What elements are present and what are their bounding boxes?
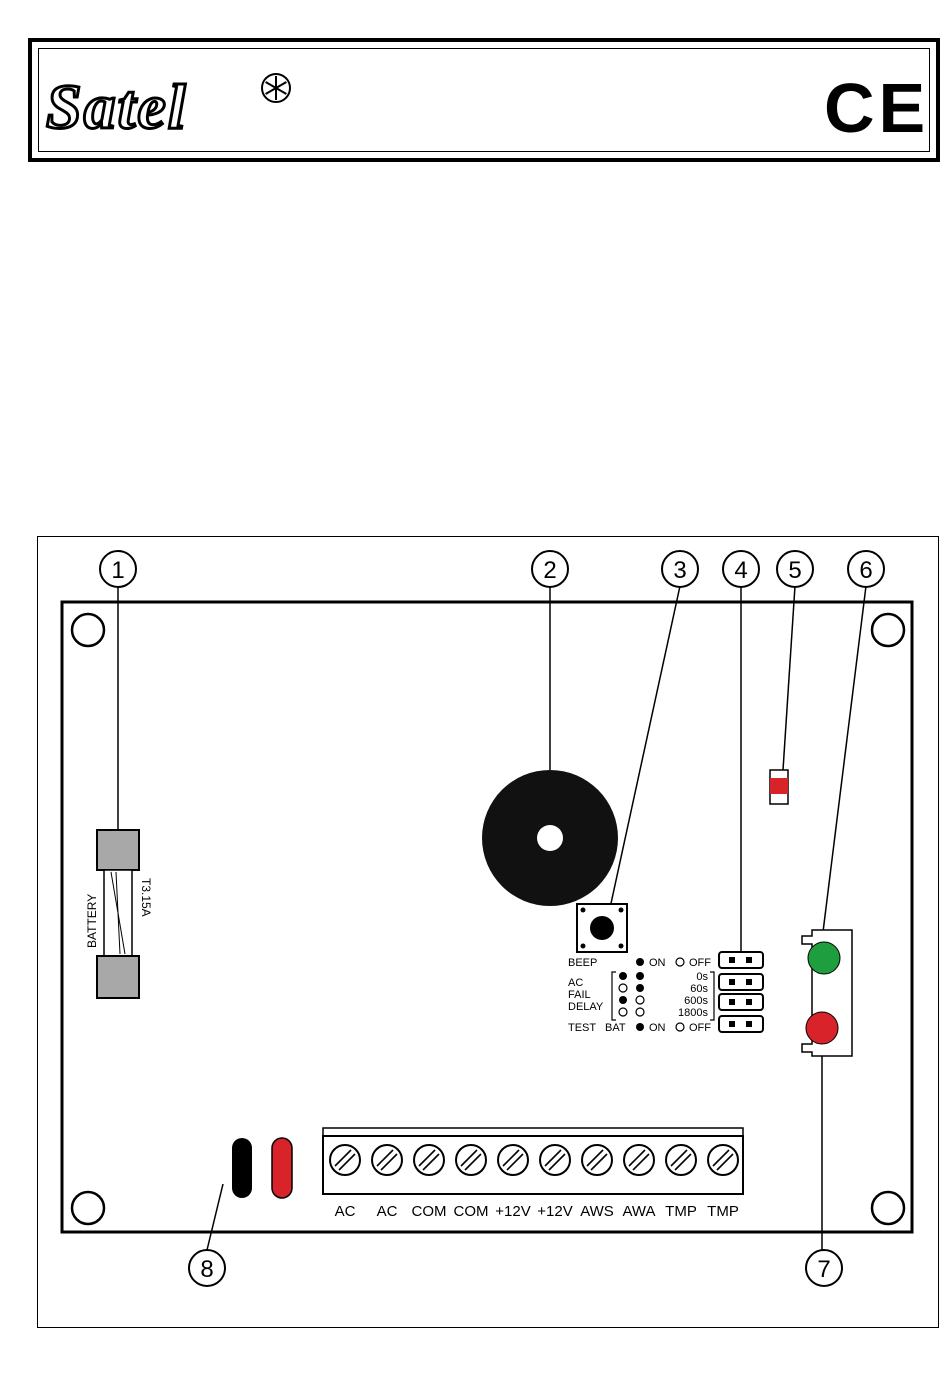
terminal-block: AC AC COM COM +12V +12V AWS AWA TMP TMP	[323, 1128, 743, 1220]
beep-off-label: OFF	[689, 957, 711, 969]
fuse: BATTERY T3.15A	[85, 830, 153, 998]
callout-7: 7	[806, 1250, 842, 1286]
terminal-label: +12V	[537, 1203, 572, 1220]
buzzer	[482, 770, 618, 906]
terminal-screw	[498, 1145, 528, 1175]
callout-7-label: 7	[817, 1256, 830, 1283]
mounting-hole	[72, 614, 104, 646]
ac-label: AC	[568, 977, 583, 989]
test-on-label: ON	[649, 1022, 666, 1034]
terminal-screw	[330, 1145, 360, 1175]
beep-label: BEEP	[568, 957, 597, 969]
led-green	[808, 942, 840, 974]
fuse-battery-label: BATTERY	[85, 894, 99, 948]
callout-6-label: 6	[859, 557, 872, 584]
bat-label: BAT	[605, 1022, 626, 1034]
terminal-screw	[540, 1145, 570, 1175]
battery-wires	[232, 1138, 292, 1198]
callout-4: 4	[723, 551, 759, 587]
terminal-label: +12V	[495, 1203, 530, 1220]
beep-on-label: ON	[649, 957, 666, 969]
black-wire	[232, 1138, 252, 1198]
terminal-label: AC	[335, 1203, 356, 1220]
terminal-label: TMP	[665, 1203, 697, 1220]
callout-2-label: 2	[543, 557, 556, 584]
callout-6: 6	[848, 551, 884, 587]
delay-1800s-label: 1800s	[678, 1007, 708, 1019]
red-wire	[272, 1138, 292, 1198]
callout-8: 8	[189, 1250, 225, 1286]
delay-0s-label: 0s	[696, 971, 708, 983]
terminal-label: AC	[377, 1203, 398, 1220]
delay-600s-label: 600s	[684, 995, 708, 1007]
terminal-label: AWS	[580, 1203, 614, 1220]
callout-5: 5	[777, 551, 813, 587]
fuse-rating-label: T3.15A	[139, 878, 153, 917]
jumper-panel: BEEP ON OFF AC FAIL DELAY 0s 60s 600s 18…	[568, 957, 714, 1034]
callout-3-label: 3	[673, 557, 686, 584]
terminal-screw	[624, 1145, 654, 1175]
fail-label: FAIL	[568, 989, 591, 1001]
callout-1: 1	[100, 551, 136, 587]
test-label: TEST	[568, 1022, 596, 1034]
terminal-screw	[456, 1145, 486, 1175]
mounting-hole	[872, 1192, 904, 1224]
terminal-screw	[666, 1145, 696, 1175]
callout-4-label: 4	[734, 557, 747, 584]
terminal-label: COM	[412, 1203, 447, 1220]
terminal-screw	[414, 1145, 444, 1175]
led-holder	[802, 930, 852, 1056]
callout-5-label: 5	[788, 557, 801, 584]
test-off-label: OFF	[689, 1022, 711, 1034]
callout-3: 3	[662, 551, 698, 587]
mounting-hole	[72, 1192, 104, 1224]
terminal-label: AWA	[622, 1203, 655, 1220]
delay-label: DELAY	[568, 1001, 604, 1013]
terminal-label: TMP	[707, 1203, 739, 1220]
terminal-screw	[372, 1145, 402, 1175]
delay-60s-label: 60s	[690, 983, 708, 995]
callout-8-label: 8	[200, 1256, 213, 1283]
test-push-button	[577, 904, 627, 952]
led-red	[806, 1012, 838, 1044]
mounting-hole	[872, 614, 904, 646]
smd-fuse	[770, 770, 788, 804]
terminal-screw	[582, 1145, 612, 1175]
jumper-pins	[719, 952, 763, 1032]
terminal-screw	[708, 1145, 738, 1175]
callout-1-label: 1	[111, 557, 124, 584]
callout-2: 2	[532, 551, 568, 587]
terminal-label: COM	[454, 1203, 489, 1220]
